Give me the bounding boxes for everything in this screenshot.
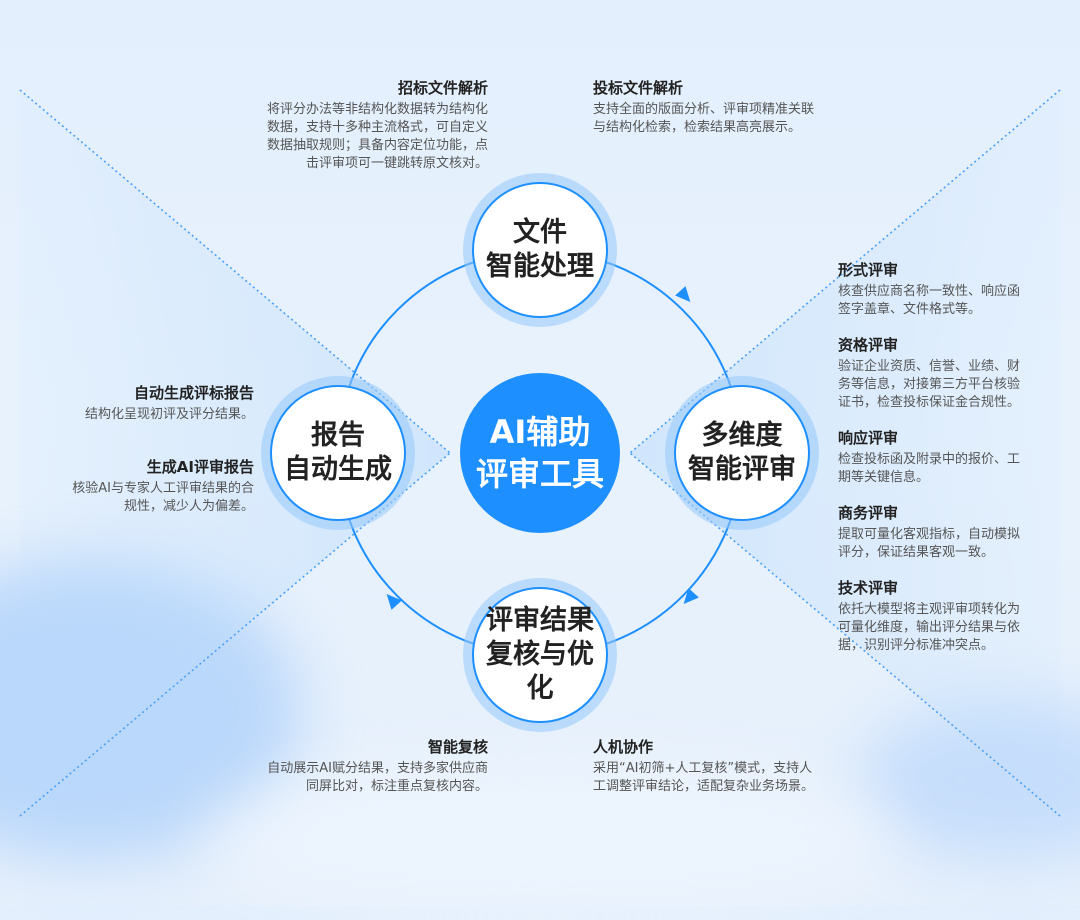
- block-response-review: 响应评审 检查投标函及附录中的报价、工 期等关键信息。: [838, 428, 1058, 487]
- block-smart-recheck: 智能复核 自动展示AI赋分结果，支持多家供应商 同屏比对，标注重点复核内容。: [230, 737, 488, 796]
- block-business-review: 商务评审 提取可量化客观指标，自动模拟 评分，保证结果客观一致。: [838, 503, 1058, 562]
- block-title: 投标文件解析: [593, 79, 684, 97]
- desc-line: 据，识别评分标准冲突点。: [838, 638, 995, 653]
- node-line-2: 复核与优化: [486, 639, 594, 704]
- dotted-line-bottom-left: [19, 452, 451, 817]
- desc-line: 验证企业资质、信誉、业绩、财: [838, 359, 1021, 374]
- block-ai-report: 生成AI评审报告 核验AI与专家人工评审结果的合 规性，减少人为偏差。: [40, 457, 254, 516]
- desc-line: 可量化维度，输出评分结果与依: [838, 620, 1021, 635]
- block-desc: 结构化呈现初评及评分结果。: [40, 406, 254, 424]
- desc-line: 自动展示AI赋分结果，支持多家供应商: [267, 761, 488, 776]
- desc-line: 核查供应商名称一致性、响应函: [838, 284, 1021, 299]
- block-desc: 检查投标函及附录中的报价、工 期等关键信息。: [838, 451, 1058, 487]
- block-auto-report: 自动生成评标报告 结构化呈现初评及评分结果。: [40, 383, 254, 424]
- block-desc: 支持全面的版面分析、评审项精准关联 与结构化检索，检索结果高亮展示。: [593, 101, 853, 137]
- block-desc: 将评分办法等非结构化数据转为结构化 数据，支持十多种主流格式，可自定义 数据抽取…: [236, 101, 488, 173]
- center-line-2: 评审工具: [475, 455, 604, 493]
- block-title: 响应评审: [838, 429, 899, 447]
- desc-line: 核验AI与专家人工评审结果的合: [72, 481, 254, 496]
- desc-line: 数据，支持十多种主流格式，可自定义: [266, 120, 488, 135]
- block-title: 自动生成评标报告: [133, 384, 254, 402]
- block-tender-doc-parsing: 招标文件解析 将评分办法等非结构化数据转为结构化 数据，支持十多种主流格式，可自…: [236, 78, 488, 173]
- block-formal-review: 形式评审 核查供应商名称一致性、响应函 签字盖章、文件格式等。: [838, 260, 1058, 319]
- block-desc: 自动展示AI赋分结果，支持多家供应商 同屏比对，标注重点复核内容。: [230, 760, 488, 796]
- desc-line: 将评分办法等非结构化数据转为结构化: [266, 102, 488, 117]
- node-report-generation: 报告 自动生成: [270, 385, 406, 521]
- block-qualification-review: 资格评审 验证企业资质、信誉、业绩、财 务等信息，对接第三方平台核验 证书，检查…: [838, 335, 1058, 412]
- block-title: 智能复核: [427, 738, 488, 756]
- desc-line: 务等信息，对接第三方平台核验: [838, 377, 1021, 392]
- node-multi-dim-review: 多维度 智能评审: [674, 385, 810, 521]
- desc-line: 提取可量化客观指标，自动模拟: [838, 527, 1021, 542]
- node-line-2: 自动生成: [284, 454, 392, 485]
- left-wedge: [20, 90, 450, 816]
- block-title: 商务评审: [838, 504, 899, 522]
- right-blocks: 形式评审 核查供应商名称一致性、响应函 签字盖章、文件格式等。 资格评审 验证企…: [838, 260, 1058, 671]
- arrow-bottom-right-icon: [683, 588, 699, 604]
- block-title: 技术评审: [838, 579, 899, 597]
- desc-line: 与结构化检索，检索结果高亮展示。: [593, 120, 802, 135]
- dotted-line-bottom-right: [629, 452, 1061, 817]
- node-line-1: 报告: [311, 420, 365, 451]
- center-line-1: AI辅助: [489, 413, 591, 451]
- block-desc: 核查供应商名称一致性、响应函 签字盖章、文件格式等。: [838, 283, 1058, 319]
- dotted-line-top-left: [19, 89, 451, 454]
- block-technical-review: 技术评审 依托大模型将主观评审项转化为 可量化维度，输出评分结果与依 据，识别评…: [838, 578, 1058, 655]
- right-wedge: [630, 90, 1060, 816]
- block-desc: 采用“AI初筛+人工复核”模式，支持人 工调整评审结论，适配复杂业务场景。: [593, 760, 863, 796]
- center-hub: AI辅助 评审工具: [460, 373, 620, 533]
- desc-line: 证书，检查投标保证金合规性。: [838, 395, 1021, 410]
- block-title: 资格评审: [838, 336, 899, 354]
- desc-line: 签字盖章、文件格式等。: [838, 302, 982, 317]
- block-title: 生成AI评审报告: [146, 458, 254, 476]
- arrow-bottom-left-icon: [386, 594, 402, 610]
- desc-line: 工调整评审结论，适配复杂业务场景。: [593, 779, 815, 794]
- desc-line: 数据抽取规则；具备内容定位功能，点: [266, 138, 488, 153]
- desc-line: 同屏比对，标注重点复核内容。: [305, 779, 488, 794]
- node-review-optimization: 评审结果 复核与优化: [472, 587, 608, 723]
- desc-line: 采用“AI初筛+人工复核”模式，支持人: [593, 761, 813, 776]
- desc-line: 结构化呈现初评及评分结果。: [84, 407, 254, 422]
- desc-line: 评分，保证结果客观一致。: [838, 545, 995, 560]
- desc-line: 规性，减少人为偏差。: [123, 499, 254, 514]
- desc-line: 依托大模型将主观评审项转化为: [838, 602, 1021, 617]
- node-line-1: 文件: [513, 217, 567, 248]
- arrow-top-right-icon: [675, 286, 691, 302]
- desc-line: 击评审项可一键跳转原文核对。: [305, 156, 488, 171]
- desc-line: 支持全面的版面分析、评审项精准关联: [593, 102, 815, 117]
- block-desc: 依托大模型将主观评审项转化为 可量化维度，输出评分结果与依 据，识别评分标准冲突…: [838, 601, 1058, 655]
- node-line-1: 评审结果: [486, 605, 594, 636]
- node-file-processing: 文件 智能处理: [472, 182, 608, 318]
- block-human-ai-collab: 人机协作 采用“AI初筛+人工复核”模式，支持人 工调整评审结论，适配复杂业务场…: [593, 737, 863, 796]
- block-desc: 验证企业资质、信誉、业绩、财 务等信息，对接第三方平台核验 证书，检查投标保证金…: [838, 358, 1058, 412]
- block-bid-doc-parsing: 投标文件解析 支持全面的版面分析、评审项精准关联 与结构化检索，检索结果高亮展示…: [593, 78, 853, 137]
- block-title: 招标文件解析: [397, 79, 488, 97]
- node-line-1: 多维度: [701, 420, 783, 451]
- block-title: 形式评审: [838, 261, 899, 279]
- desc-line: 期等关键信息。: [838, 470, 930, 485]
- block-desc: 提取可量化客观指标，自动模拟 评分，保证结果客观一致。: [838, 526, 1058, 562]
- block-desc: 核验AI与专家人工评审结果的合 规性，减少人为偏差。: [40, 480, 254, 516]
- node-line-2: 智能评审: [688, 454, 796, 485]
- dotted-line-top-right: [629, 89, 1061, 454]
- block-title: 人机协作: [593, 738, 654, 756]
- node-line-2: 智能处理: [486, 251, 594, 282]
- desc-line: 检查投标函及附录中的报价、工: [838, 452, 1021, 467]
